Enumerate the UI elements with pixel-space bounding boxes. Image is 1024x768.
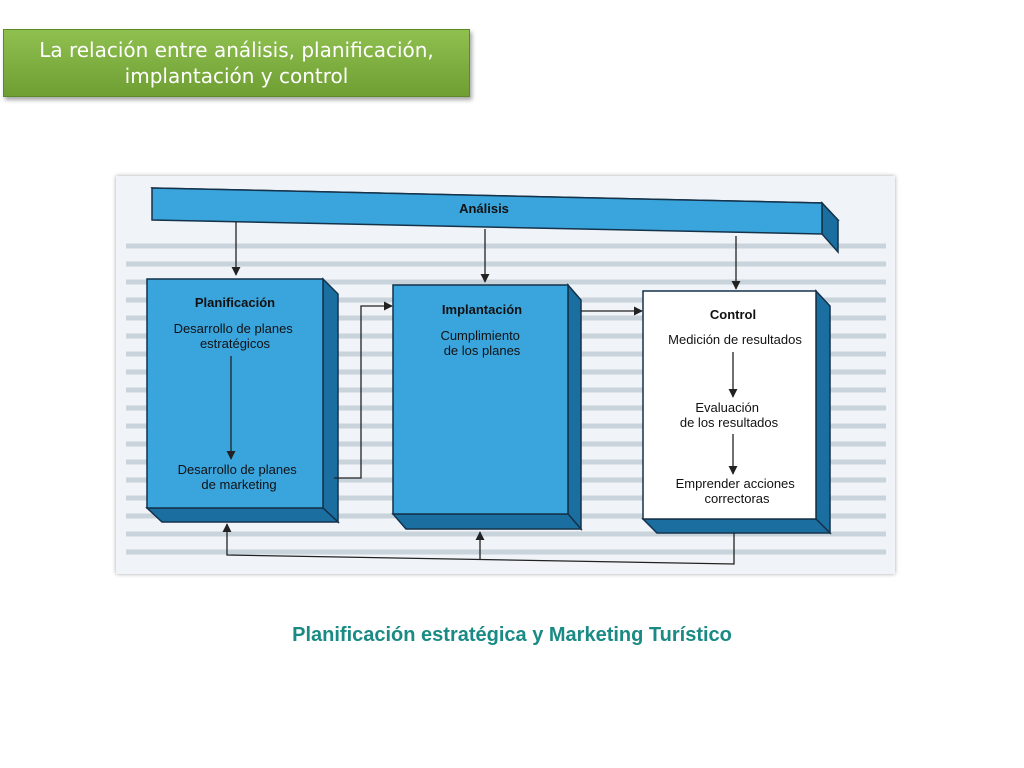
planificacion-item-2: Desarrollo de planes de marketing — [178, 462, 301, 492]
implantacion-box: Implantación Cumplimiento de los planes — [391, 282, 583, 532]
analisis-label: Análisis — [459, 201, 509, 216]
analisis-bar: Análisis — [150, 187, 840, 254]
control-item-2: Evaluación de los resultados — [680, 400, 779, 430]
planificacion-item-1: Desarrollo de planes estratégicos — [174, 321, 297, 351]
control-item-1: Medición de resultados — [668, 332, 802, 347]
planificacion-box: Planificación Desarrollo de planes estra… — [145, 277, 340, 524]
slide-caption: Planificación estratégica y Marketing Tu… — [292, 624, 732, 646]
control-box: Control Medición de resultados Evaluació… — [641, 289, 832, 535]
diagram-svg: Análisis Planificación Desarrollo de pla… — [126, 187, 886, 565]
slide-title: La relación entre análisis, planificació… — [39, 38, 434, 88]
implantacion-item-1: Cumplimiento de los planes — [440, 328, 523, 358]
planificacion-title: Planificación — [195, 295, 275, 310]
implantacion-title: Implantación — [442, 302, 522, 317]
arrow-planificacion-to-implantacion — [334, 301, 393, 479]
diagram-frame: Análisis Planificación Desarrollo de pla… — [116, 176, 895, 574]
control-item-3: Emprender acciones correctoras — [676, 476, 799, 506]
control-title: Control — [710, 307, 756, 322]
slide-title-box: La relación entre análisis, planificació… — [3, 29, 470, 97]
